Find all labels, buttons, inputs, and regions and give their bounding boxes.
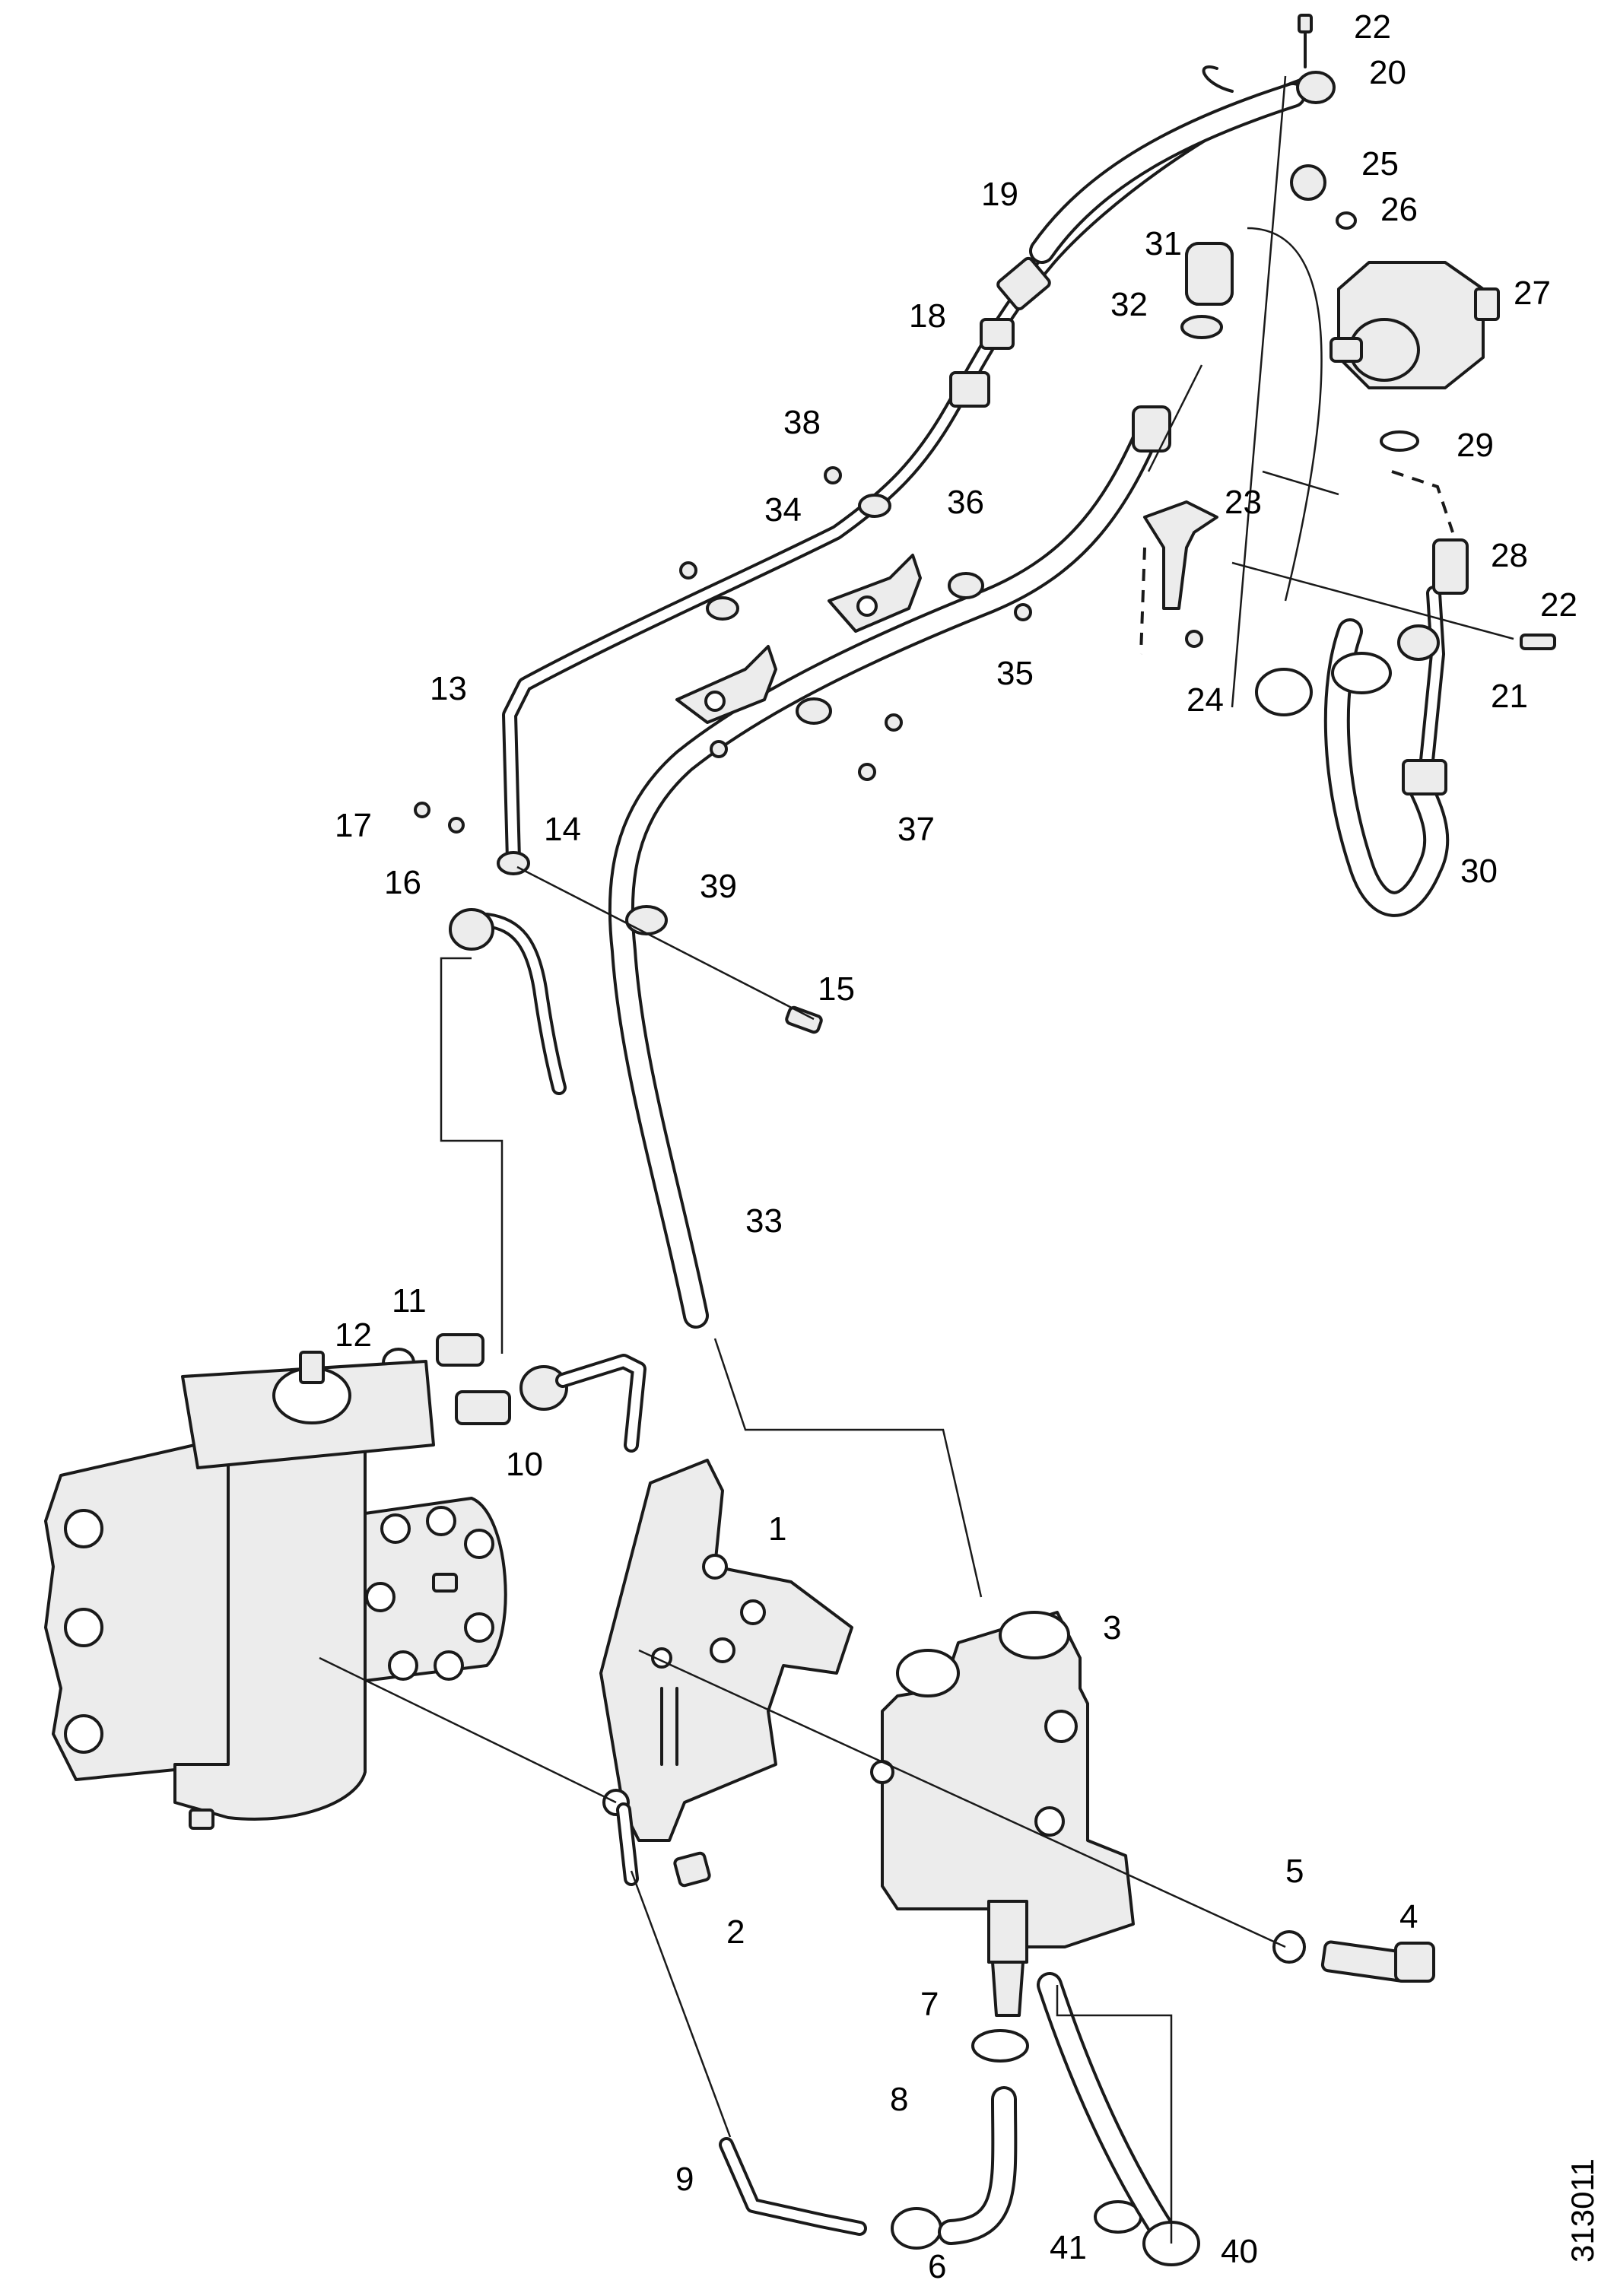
- callout-20: 20: [1369, 54, 1406, 91]
- bracket-lower: [675, 645, 777, 724]
- dashed-leader-28: [1391, 470, 1454, 533]
- callout-21: 21: [1491, 678, 1528, 715]
- small-hardware: [414, 466, 1556, 1034]
- clamp-8: [891, 2207, 942, 2250]
- return-hose-33: [608, 409, 1165, 1329]
- callout-34: 34: [764, 491, 802, 529]
- callout-16: 16: [384, 864, 421, 901]
- callout-24: 24: [1187, 681, 1224, 719]
- callout-29: 29: [1457, 427, 1494, 464]
- callout-36: 36: [947, 484, 984, 521]
- clamp-7: [971, 2029, 1029, 2063]
- adapter-28: [1432, 538, 1469, 595]
- washer-5: [1272, 1930, 1306, 1964]
- callout-41: 41: [1050, 2229, 1087, 2266]
- callout-4: 4: [1399, 1898, 1418, 1936]
- callout-17: 17: [335, 807, 372, 844]
- callout-10: 10: [506, 1446, 543, 1483]
- leader-lines: [319, 75, 1514, 2244]
- washer-26: [1336, 211, 1357, 230]
- steering-gear-housing: [44, 1351, 507, 1830]
- dashed-leader-23: [1139, 547, 1146, 655]
- callout-13: 13: [430, 670, 467, 707]
- fitting-18: [949, 318, 1015, 408]
- callout-38: 38: [783, 404, 821, 441]
- union-10: [455, 1354, 646, 1453]
- callout-22-right: 22: [1540, 586, 1577, 624]
- nut-25: [1290, 164, 1326, 201]
- union-11: [436, 1333, 484, 1367]
- valve-27: [1329, 261, 1500, 389]
- callout-28: 28: [1491, 537, 1528, 574]
- callout-32: 32: [1110, 286, 1148, 323]
- callout-1: 1: [768, 1510, 786, 1548]
- figure-reference-number: 313011: [1565, 2158, 1600, 2263]
- bolt-22-top: [1298, 14, 1313, 68]
- callout-14: 14: [544, 811, 581, 848]
- drain-pipe-9: [616, 1802, 867, 2236]
- callout-7: 7: [920, 1986, 939, 2023]
- bolt-2: [673, 1851, 711, 1888]
- bracket-23: [1143, 500, 1218, 610]
- lower-pipe-branch: [449, 908, 567, 1095]
- banjo-fitting-20: [1202, 65, 1336, 104]
- callout-23: 23: [1225, 484, 1262, 521]
- callout-40: 40: [1221, 2233, 1258, 2270]
- callout-12: 12: [335, 1316, 372, 1354]
- callout-25: 25: [1361, 145, 1399, 183]
- callout-30: 30: [1460, 853, 1498, 890]
- hose-30: [1323, 586, 1450, 917]
- callout-26: 26: [1380, 191, 1418, 228]
- callout-6: 6: [928, 2248, 946, 2285]
- callout-labels: 1 2 3 4 5 6 7 8 9 10 11 12 13 14 15 16 1…: [335, 8, 1577, 2285]
- callout-3: 3: [1103, 1609, 1121, 1647]
- callout-9: 9: [675, 2161, 694, 2198]
- cap-31: [1185, 242, 1234, 306]
- callout-35: 35: [996, 655, 1034, 692]
- callout-27: 27: [1514, 275, 1551, 312]
- callout-18: 18: [909, 297, 946, 335]
- callout-22-top: 22: [1354, 8, 1391, 46]
- callout-8: 8: [890, 2081, 908, 2118]
- callout-33: 33: [745, 1202, 783, 1240]
- callout-5: 5: [1285, 1853, 1304, 1890]
- clamp-21: [1331, 624, 1440, 694]
- callout-31: 31: [1145, 225, 1182, 262]
- reservoir-bracket-1: [599, 1459, 853, 1842]
- callout-19: 19: [981, 176, 1018, 213]
- callout-15: 15: [818, 970, 855, 1008]
- callout-2: 2: [726, 1913, 745, 1951]
- o-ring-29: [1380, 430, 1419, 452]
- callout-39: 39: [700, 868, 737, 905]
- pressure-line-13: [502, 76, 1316, 867]
- end-cap: [1255, 668, 1313, 716]
- callout-37: 37: [897, 811, 935, 848]
- reservoir-3: [870, 1611, 1135, 2017]
- bracket-36: [828, 554, 922, 633]
- hose-19: [996, 82, 1306, 311]
- bolt-4: [1320, 1940, 1435, 1983]
- hose-6: [938, 2086, 1018, 2245]
- callout-11: 11: [392, 1282, 427, 1319]
